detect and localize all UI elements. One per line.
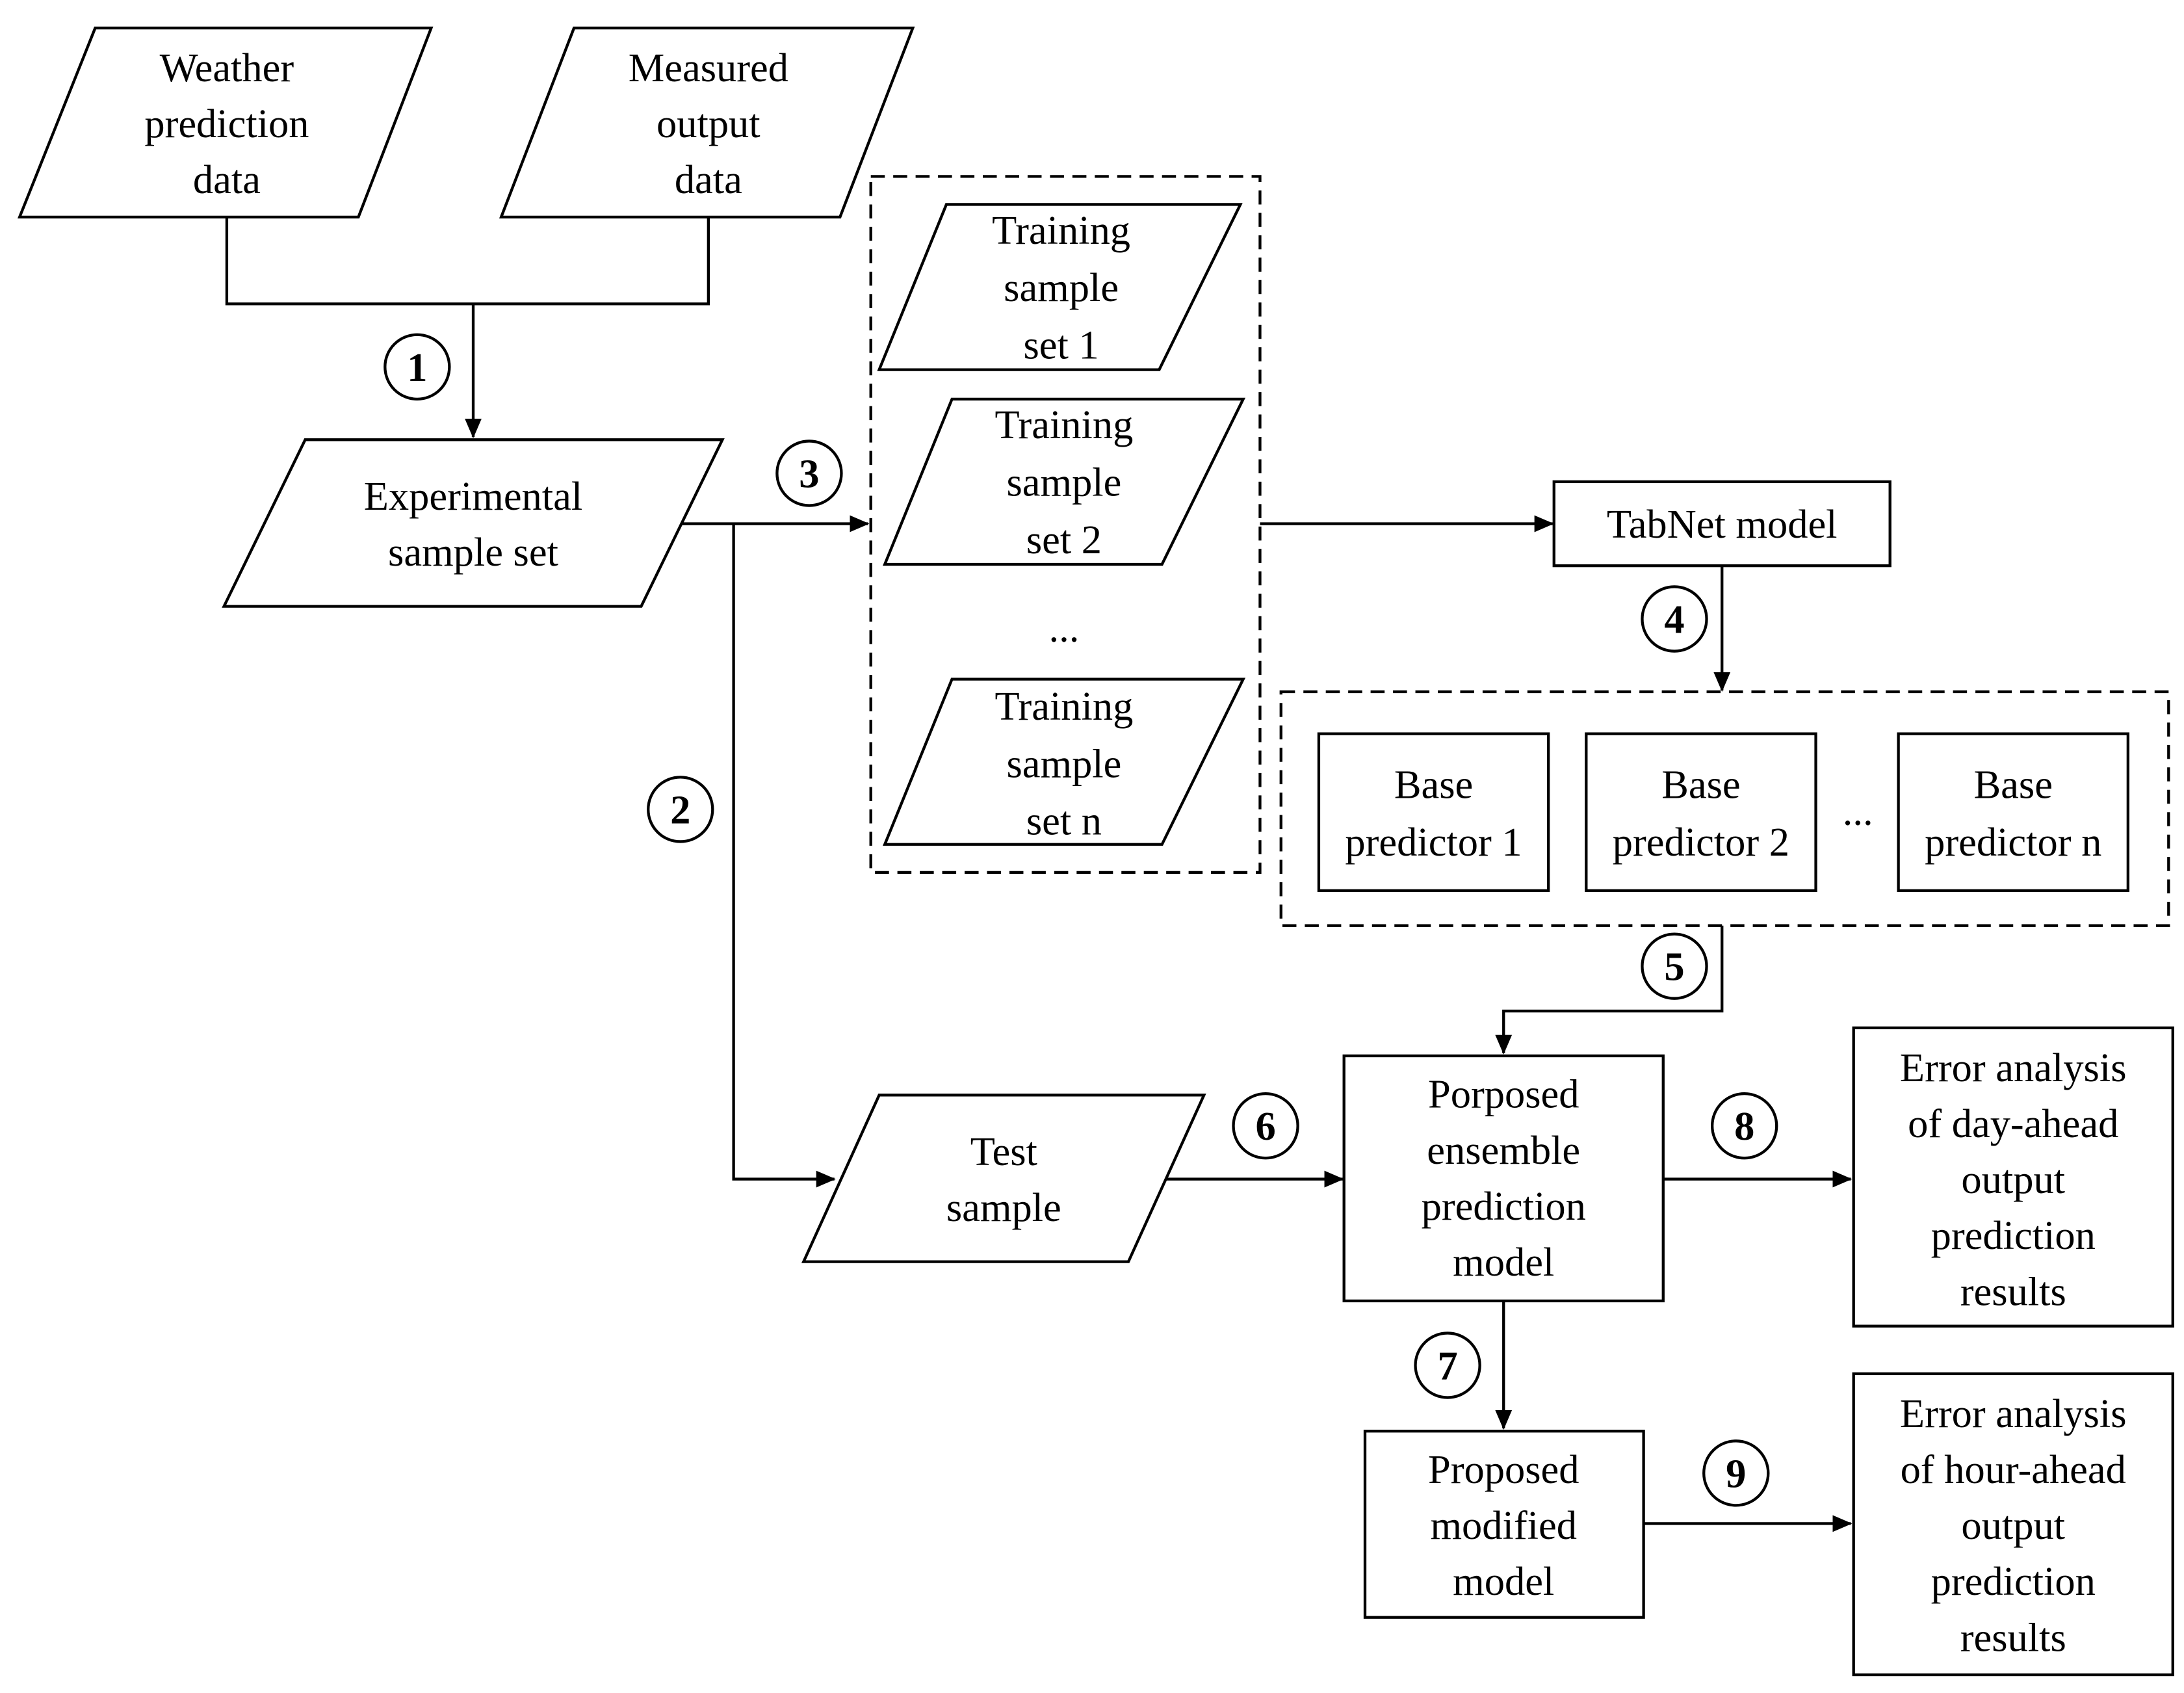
ensemble-label-line-1: Porposed — [1428, 1071, 1579, 1117]
experimental-label-line-1: Experimental — [364, 473, 582, 519]
training-ellipsis: ... — [1049, 605, 1080, 650]
training-1-label-line-3: set 1 — [1024, 322, 1099, 367]
error-analysis-day-ahead-node: Error analysis of day-ahead output predi… — [1852, 1026, 2174, 1328]
modified-label-line-3: model — [1453, 1558, 1554, 1604]
base-2-label-line-1: Base — [1661, 762, 1740, 807]
weather-prediction-data-node: Weather prediction data — [17, 26, 434, 218]
base-1-label-line-1: Base — [1394, 762, 1473, 807]
step-number-9: 9 — [1726, 1450, 1746, 1496]
modified-label-line-1: Proposed — [1428, 1447, 1579, 1492]
error-hour-label-line-5: results — [1960, 1614, 2066, 1660]
ensemble-label-line-3: prediction — [1422, 1183, 1586, 1229]
modified-model-node: Proposed modified model — [1363, 1430, 1645, 1619]
base-predictor-2-node: Base predictor 2 — [1585, 732, 1817, 892]
step-number-3: 3 — [799, 451, 819, 497]
base-n-label-line-2: predictor n — [1925, 819, 2101, 865]
training-1-label-line-1: Training — [992, 207, 1130, 253]
error-day-label-line-4: prediction — [1931, 1213, 2096, 1258]
base-2-label-line-2: predictor 2 — [1613, 819, 1789, 865]
test-label-line-1: Test — [970, 1129, 1037, 1174]
training-sample-set-2-node: Training sample set 2 — [883, 397, 1246, 566]
base-ellipsis: ... — [1843, 789, 1873, 834]
training-n-label-line-2: sample — [1006, 741, 1121, 786]
ensemble-prediction-model-node: Porposed ensemble prediction model — [1342, 1054, 1665, 1303]
training-n-label-line-3: set n — [1026, 798, 1102, 844]
weather-label-line-1: Weather — [160, 45, 294, 90]
step-number-7: 7 — [1437, 1343, 1457, 1389]
step-number-6: 6 — [1255, 1103, 1275, 1149]
tabnet-label: TabNet model — [1607, 501, 1838, 547]
step-marker-2: 2 — [647, 776, 714, 843]
test-label-line-2: sample — [946, 1185, 1061, 1230]
training-2-label-line-1: Training — [994, 402, 1133, 447]
error-day-label-line-5: results — [1960, 1268, 2066, 1314]
arrow-to-test-sample — [732, 523, 836, 1188]
experimental-label-line-2: sample set — [388, 529, 558, 575]
step-marker-3: 3 — [775, 440, 843, 507]
base-1-label-line-2: predictor 1 — [1345, 819, 1522, 865]
training-2-label-line-3: set 2 — [1026, 517, 1102, 562]
error-hour-label-line-3: output — [1961, 1503, 2065, 1548]
step-marker-6: 6 — [1232, 1092, 1299, 1160]
error-day-label-line-3: output — [1961, 1157, 2065, 1202]
connectors — [225, 217, 1852, 1532]
input-merge-line — [225, 217, 710, 306]
error-analysis-hour-ahead-node: Error analysis of hour-ahead output pred… — [1852, 1372, 2174, 1677]
error-hour-label-line-2: of hour-ahead — [1901, 1447, 2126, 1492]
experimental-sample-set-node: Experimental sample set — [222, 438, 725, 608]
error-hour-label-line-4: prediction — [1931, 1558, 2096, 1604]
error-day-label-line-2: of day-ahead — [1908, 1101, 2118, 1146]
base-predictor-1-node: Base predictor 1 — [1317, 732, 1550, 892]
measured-label-line-1: Measured — [629, 45, 788, 90]
measured-label-line-3: data — [675, 157, 742, 202]
step-marker-4: 4 — [1641, 585, 1708, 653]
step-marker-1: 1 — [384, 333, 451, 400]
error-hour-label-line-1: Error analysis — [1900, 1391, 2127, 1436]
training-sample-set-1-node: Training sample set 1 — [877, 203, 1243, 371]
measured-output-data-node: Measured output data — [499, 26, 915, 218]
weather-label-line-2: prediction — [144, 101, 309, 146]
training-1-label-line-2: sample — [1004, 265, 1119, 310]
weather-label-line-3: data — [193, 157, 261, 202]
tabnet-model-node: TabNet model — [1552, 480, 1892, 568]
step-marker-5: 5 — [1641, 932, 1708, 1000]
ensemble-label-line-4: model — [1453, 1239, 1554, 1285]
step-number-4: 4 — [1664, 597, 1684, 642]
ensemble-label-line-2: ensemble — [1427, 1127, 1580, 1173]
test-sample-node: Test sample — [801, 1094, 1206, 1263]
step-marker-7: 7 — [1414, 1332, 1481, 1399]
training-2-label-line-2: sample — [1006, 459, 1121, 505]
error-day-label-line-1: Error analysis — [1900, 1045, 2127, 1090]
training-n-label-line-1: Training — [994, 683, 1133, 729]
step-number-5: 5 — [1664, 944, 1684, 990]
step-number-2: 2 — [670, 787, 690, 832]
base-predictor-n-node: Base predictor n — [1897, 732, 2129, 892]
training-sample-set-n-node: Training sample set n — [883, 677, 1246, 846]
training-sample-group — [869, 175, 1262, 874]
step-number-1: 1 — [407, 345, 427, 390]
step-number-8: 8 — [1734, 1103, 1754, 1149]
modified-label-line-2: modified — [1430, 1503, 1576, 1548]
measured-label-line-2: output — [656, 101, 760, 146]
step-marker-8: 8 — [1711, 1092, 1778, 1160]
base-n-label-line-1: Base — [1974, 762, 2053, 807]
step-marker-9: 9 — [1702, 1439, 1770, 1507]
arrow-to-ensemble — [1495, 925, 1724, 1055]
